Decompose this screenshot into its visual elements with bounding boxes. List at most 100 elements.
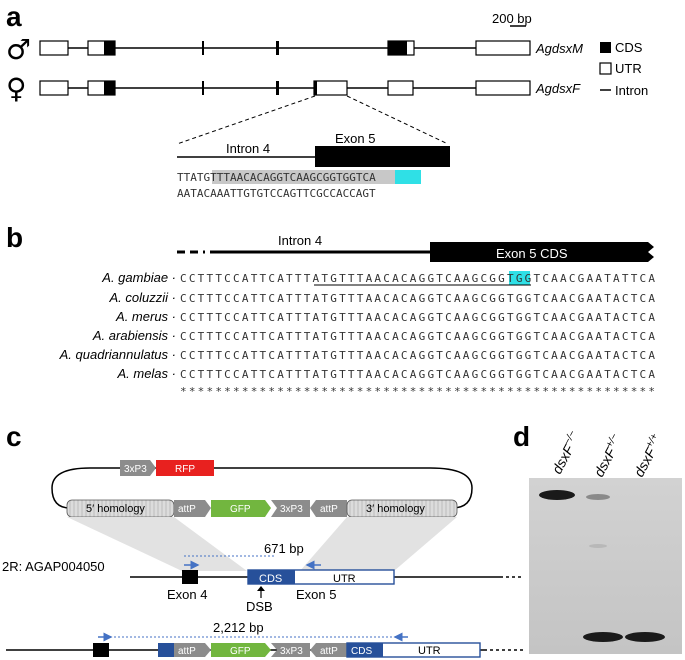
ko-cds — [347, 643, 383, 657]
wt-utr-label: UTR — [333, 573, 356, 585]
pam-highlight — [395, 170, 421, 184]
plasmid-gfp-label: GFP — [230, 504, 251, 515]
b-pam-highlight — [509, 271, 530, 285]
species-label-0: A. coluzzii · — [109, 290, 176, 305]
species-label-3: A. quadriannulatus · — [59, 347, 176, 362]
plasmid-3xp3-top — [120, 460, 156, 476]
locus-label: 2R: AGAP004050 — [2, 559, 105, 574]
lane-label-3: dsxF+/+ — [630, 432, 666, 480]
zoom-sequence: TTATGTTTAACACAGGTCAAGCGGTGGTCA AATACAAAT… — [177, 170, 421, 200]
plasmid-3xp3-mid — [271, 500, 310, 517]
zoom-line-left — [176, 95, 316, 145]
wt-cds-label: CDS — [259, 573, 282, 585]
ko-locus: 2,212 bp attP GFP 3xP3 attP CDS UTR — [6, 620, 524, 658]
plasmid-attp2-label: attP — [320, 504, 338, 515]
b-exon-label: Exon 5 CDS — [496, 246, 568, 261]
zoom-seq-bottom: AATACAAATTGTGTCCAGTTCGCCACCAGT — [177, 187, 376, 200]
gel-band-lane2-faint — [589, 544, 607, 548]
panel-c-letter: c — [6, 421, 22, 452]
plasmid: 3xP3 RFP 5′ homology attP GFP 3xP3 attP … — [51, 460, 473, 518]
grna-highlight — [212, 170, 396, 184]
seq-post: TCA — [356, 171, 376, 184]
species-label-1: A. merus · — [115, 309, 176, 324]
alignment: A. gambiae · A. coluzzii · A. merus · A.… — [59, 270, 656, 398]
ko-gfp — [211, 643, 271, 657]
zoom-intron-label: Intron 4 — [226, 141, 270, 156]
wt-amplicon-label: 671 bp — [264, 541, 304, 556]
scale-bar: 200 bp — [492, 11, 532, 27]
dsb-label: DSB — [246, 599, 273, 614]
consensus-row: ****************************************… — [180, 385, 655, 398]
female-gene-label: AgdsxF — [535, 81, 581, 96]
homology5-band — [67, 517, 247, 571]
species-label-2: A. arabiensis · — [92, 328, 176, 343]
zoom-line-right — [346, 95, 449, 145]
scale-bar-label: 200 bp — [492, 11, 532, 26]
panel-d-letter: d — [513, 421, 530, 452]
seq-row-3: CCTTTCCATTCATTTATGTTTAACACAGGTCAAGCGGTGG… — [180, 349, 655, 362]
exon5-label: Exon 5 — [296, 587, 336, 602]
exon4-label: Exon 4 — [167, 587, 207, 602]
male-gene-label: AgdsxM — [535, 41, 583, 56]
plasmid-homology5-label: 5′ homology — [86, 503, 145, 515]
panel-a-letter: a — [6, 1, 22, 32]
seq-row-2: CCTTTCCATTCATTTATGTTTAACACAGGTCAAGCGGTGG… — [180, 330, 655, 343]
gel-band-lane1-upper — [539, 490, 575, 500]
ko-exon4 — [93, 643, 109, 657]
legend-utr-label: UTR — [615, 61, 642, 76]
wt-locus: 2R: AGAP004050 671 bp CDS UTR Exon 4 DSB… — [2, 541, 524, 614]
zoom-exon-label: Exon 5 — [335, 131, 375, 146]
plasmid-rfp — [156, 460, 214, 476]
zoom-detail: Intron 4 Exon 5 — [177, 131, 450, 167]
panel-b-gene-bar: Intron 4 Exon 5 CDS — [177, 233, 654, 262]
gel-band-lane3-lower — [625, 632, 665, 642]
male-gene-model — [39, 40, 531, 56]
seq-grna: GTTTAACACAGGTCAAGCGG — [204, 171, 336, 184]
ko-attp1-label: attP — [178, 646, 196, 657]
seq-row-0: CCTTTCCATTCATTTATGTTTAACACAGGTCAAGCGGTGG… — [180, 292, 655, 305]
female-symbol: ♀ — [6, 72, 27, 105]
wt-cds — [248, 570, 295, 584]
plasmid-attp1-label: attP — [178, 504, 196, 515]
plasmid-3xp3-top-label: 3xP3 — [124, 464, 147, 475]
gel-band-lane2-upper — [586, 494, 610, 500]
wt-exon4 — [182, 570, 198, 584]
plasmid-rfp-label: RFP — [175, 464, 195, 475]
ko-gfp-label: GFP — [230, 646, 251, 657]
female-gene-model — [39, 80, 531, 96]
legend: CDS UTR Intron — [599, 40, 648, 98]
zoom-seq-top: TTATGTTTAACACAGGTCAAGCGGTGGTCA — [177, 171, 376, 184]
plasmid-attp1 — [174, 500, 211, 517]
ko-amplicon-label: 2,212 bp — [213, 620, 264, 635]
seq-row-1: CCTTTCCATTCATTTATGTTTAACACAGGTCAAGCGGTGG… — [180, 311, 655, 324]
ko-attp2-label: attP — [320, 646, 338, 657]
ko-attp1 — [174, 643, 211, 657]
plasmid-3xp3-mid-label: 3xP3 — [280, 504, 303, 515]
homology3-band — [300, 517, 457, 571]
ko-utr-label: UTR — [418, 645, 441, 657]
legend-cds-label: CDS — [615, 40, 643, 55]
legend-cds-swatch — [600, 42, 611, 53]
ko-3xp3-label: 3xP3 — [280, 646, 303, 657]
legend-utr-swatch — [599, 62, 612, 75]
seq-pam: TGG — [336, 171, 356, 184]
gel-band-lane2-lower — [583, 632, 623, 642]
male-symbol: ♂ — [6, 33, 31, 66]
plasmid-attp2 — [310, 500, 347, 517]
plasmid-homology3-label: 3′ homology — [366, 503, 425, 515]
gel-background — [529, 478, 682, 654]
legend-intron-label: Intron — [615, 83, 648, 98]
lane-label-2: dsxF+/− — [590, 432, 626, 480]
ko-attp2 — [310, 643, 347, 657]
species-label-4: A. melas · — [116, 366, 176, 381]
seq-row-4: CCTTTCCATTCATTTATGTTTAACACAGGTCAAGCGGTGG… — [180, 368, 655, 381]
lane-label-1: dsxF−/− — [548, 429, 584, 477]
b-intron-label: Intron 4 — [278, 233, 322, 248]
species-label-gambiae: A. gambiae · — [101, 270, 176, 285]
ko-3xp3 — [271, 643, 310, 657]
panel-b-letter: b — [6, 222, 23, 253]
plasmid-gfp — [211, 500, 271, 517]
ko-cds-label: CDS — [351, 646, 372, 657]
